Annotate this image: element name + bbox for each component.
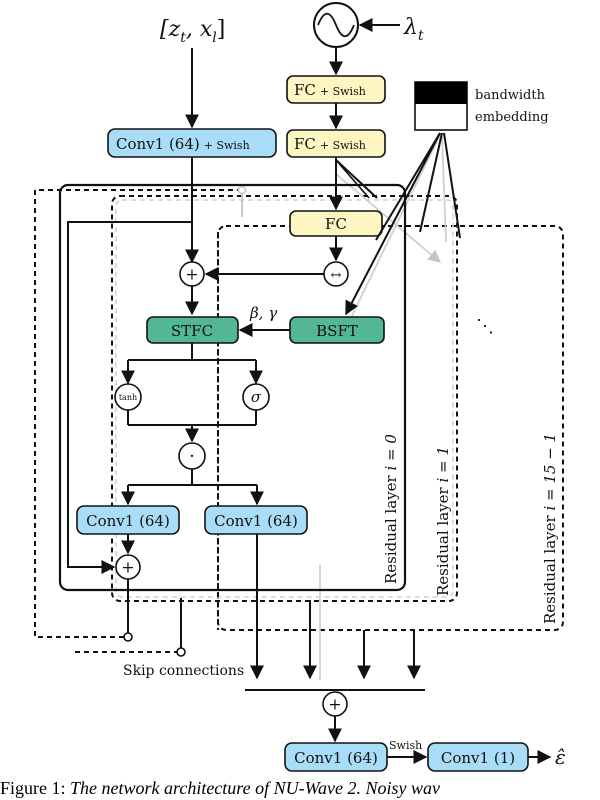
svg-text:·: ·: [189, 446, 195, 467]
svg-text:+: +: [185, 265, 198, 284]
residual-connection: [67, 221, 192, 574]
bandwidth-label: bandwidth: [475, 88, 546, 103]
svg-text:FC+ Swish: FC + Swish: [294, 81, 366, 99]
shift-label: ↔: [331, 268, 342, 283]
svg-text:FC+ Swish: FC + Swish: [294, 135, 366, 153]
fc-swish-1-swish-label: + Swish: [320, 85, 366, 98]
figure-caption: Figure 1: The network architecture of NU…: [0, 778, 600, 800]
input-label: [zt, xl]: [160, 17, 225, 46]
conv-in-label: Conv1 (64): [116, 135, 200, 153]
fc-swish-2-swish-label: + Swish: [320, 139, 366, 152]
svg-text:+: +: [328, 695, 341, 714]
conv-out-2-label: Conv1 (1): [441, 749, 515, 767]
caption-prefix: Figure 1:: [0, 778, 70, 798]
bsft-label: BSFT: [316, 322, 358, 340]
residual-layer-0-frame: [58, 183, 407, 592]
embedding-label-text: embedding: [475, 110, 549, 125]
fc-swish-1-label: FC: [294, 81, 316, 99]
skip-connections-label: Skip connections: [123, 663, 244, 679]
residual-layer-1-label: Residual layer i = 1: [434, 446, 452, 596]
svg-text:+: +: [121, 558, 134, 577]
caption-text: The network architecture of NU-Wave 2. N…: [70, 778, 440, 798]
layers-ellipsis: ⋱: [476, 316, 494, 337]
residual-layer-0-label: Residual layer i = 0: [382, 434, 400, 584]
svg-text:Conv1 (64)+ Swish: Conv1 (64) + Swish: [116, 135, 250, 153]
residual-layer-15-label: Residual layer i = 15 − 1: [541, 433, 559, 624]
conv-left-label: Conv1 (64): [86, 512, 170, 530]
fc-label: FC: [325, 215, 347, 233]
swish-label: Swish: [389, 739, 422, 752]
conv-in-swish-label: + Swish: [204, 139, 250, 152]
fc-swish-2-label: FC: [294, 135, 316, 153]
skip-dashed-outer: [34, 189, 242, 638]
tanh-label: tanh: [119, 393, 137, 402]
output-label: ε̂: [555, 745, 566, 769]
sigmoid-label: σ: [251, 388, 262, 406]
lambda-label: λt: [403, 15, 424, 44]
beta-gamma-label: β, γ: [249, 304, 277, 322]
residual-layer-15-frame: [217, 225, 564, 631]
conv-out-1-label: Conv1 (64): [294, 749, 378, 767]
residual-layer-1-frame: [111, 195, 458, 602]
conv-right-label: Conv1 (64): [214, 512, 298, 530]
stfc-label: STFC: [171, 322, 213, 340]
